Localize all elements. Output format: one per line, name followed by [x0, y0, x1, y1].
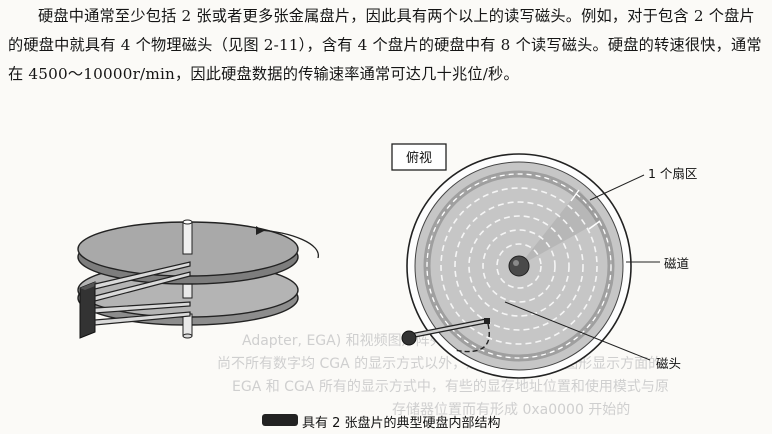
rotation-arrow: [257, 229, 319, 259]
read-write-head: [484, 318, 490, 324]
body-paragraph: 硬盘中通常至少包括 2 张或者更多张金属盘片，因此具有两个以上的读写磁头。例如，…: [8, 7, 762, 83]
top-view-label-box: [391, 143, 447, 171]
hub: [508, 255, 530, 277]
spindle-bottom: [182, 313, 193, 337]
arm-pivot: [401, 330, 417, 346]
top-view-diagram: 俯视: [391, 143, 697, 379]
head-leader: [504, 301, 651, 361]
head-label: 磁头: [656, 356, 681, 371]
bleed-line: 存储器位置而有形成 0xa0000 开始的: [392, 402, 631, 418]
arm-swing-path: [453, 323, 490, 353]
top-view-label: 俯视: [406, 150, 432, 166]
bleed-line: EGA 和 CGA 所有的显示方式中，有些的显存地址位置和使用模式与原: [232, 379, 669, 395]
sector-label: 1 个扇区: [648, 166, 697, 181]
track-label: 磁道: [664, 256, 690, 271]
scan-smudge: [262, 414, 298, 426]
actuator-block: [79, 281, 96, 339]
side-view-diagram: [77, 219, 319, 339]
sector-leader: [589, 174, 645, 201]
spindle-top: [182, 221, 193, 255]
figure-caption: 具有 2 张盘片的典型硬盘内部结构: [302, 416, 501, 431]
head-arms: [94, 261, 191, 326]
